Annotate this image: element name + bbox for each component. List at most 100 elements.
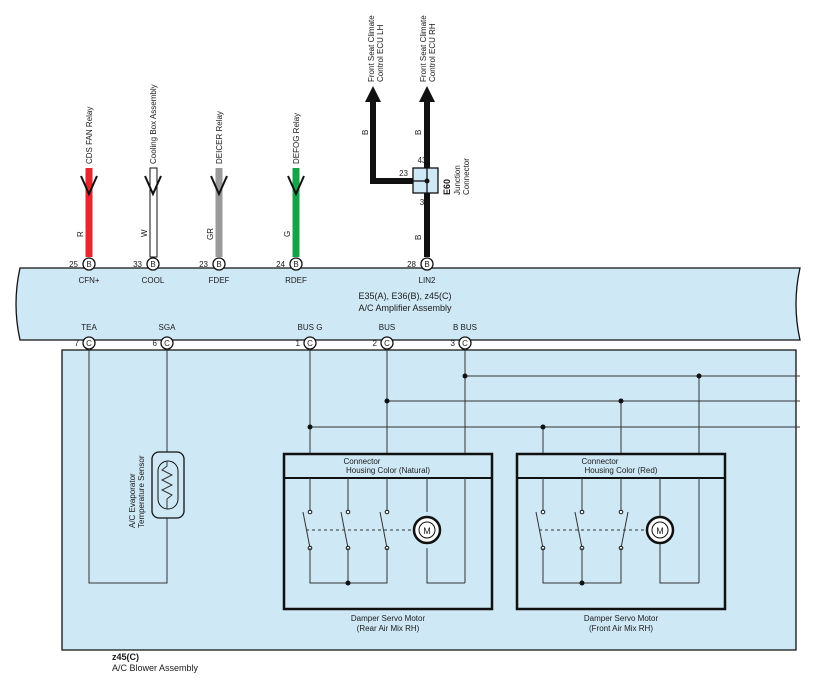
connector-cds-fan: CDS FAN Relay R B 25 CFN+: [69, 107, 100, 285]
wire-black-lh: [370, 100, 413, 184]
amplifier-name: A/C Amplifier Assembly: [358, 303, 452, 313]
servo-motor-front-rh: Connector Housing Color (Red) M Damper S…: [515, 452, 727, 633]
arrow-icon: [210, 175, 228, 197]
junction-code: E60: [442, 179, 452, 195]
pin-number: 23: [199, 260, 208, 269]
contact: [384, 509, 390, 515]
terminal-label: B BUS: [453, 323, 477, 332]
terminal-label: BUS G: [298, 323, 323, 332]
servo-motor-rear-rh: Connector Housing Color (Natural) M Damp…: [282, 452, 494, 633]
pin-letter: C: [462, 339, 468, 348]
pin-letter: C: [307, 339, 313, 348]
motor-symbol: M: [423, 526, 431, 536]
sensor-label-line1: A/C Evaporator: [128, 473, 137, 528]
motor-inner: [651, 521, 669, 539]
junction-dot: [345, 580, 351, 586]
amplifier-codes: E35(A), E36(B), z45(C): [358, 291, 451, 301]
switch-icon: [379, 511, 388, 549]
servo-name-line2: (Front Air Mix RH): [589, 624, 653, 633]
junction-dot: [462, 373, 468, 379]
terminal-label: COOL: [142, 276, 165, 285]
terminal-label: CFN+: [78, 276, 99, 285]
pin-circle: [212, 257, 226, 271]
junction-dot: [384, 398, 390, 404]
junction-dot: [618, 398, 624, 404]
contact: [618, 509, 624, 515]
junction-pin-top: 43: [418, 156, 427, 165]
terminal-label: FDEF: [209, 276, 230, 285]
pin-number: 1: [296, 339, 301, 348]
motor-symbol: M: [656, 526, 664, 536]
bus-wiring: [307, 349, 800, 455]
pin-circle: [420, 257, 434, 271]
arrow-up-icon: [365, 86, 381, 102]
blower-body: [61, 349, 797, 651]
terminal-label: SGA: [159, 323, 177, 332]
sensor-label-line2: Temperature Sensor: [137, 455, 146, 528]
wire-color-rh: B: [414, 130, 423, 135]
arrow-icon: [287, 175, 305, 197]
pin-number: 25: [69, 260, 78, 269]
pin-letter: B: [216, 260, 221, 269]
connector-label-line1: Connector: [582, 457, 619, 466]
connector-label-line2: Housing Color (Red): [585, 466, 658, 475]
pin-letter: B: [293, 260, 298, 269]
dest-rh-line2: Control ECU RH: [428, 23, 437, 82]
servo-housing: [282, 452, 494, 611]
wire-color: GR: [206, 228, 215, 240]
terminal-label: RDEF: [285, 276, 307, 285]
pin-circle: [82, 257, 96, 271]
terminal-label: TEA: [81, 323, 97, 332]
pin-letter: C: [86, 339, 92, 348]
junction-dot: [540, 424, 546, 430]
pin-number: 6: [153, 339, 158, 348]
wire-color-lh: B: [361, 130, 370, 135]
wire-motor-bottom: [426, 548, 465, 584]
bottom-terminals: TEA C 7 SGA C 6 BUS G C 1 BUS C 2 B BUS …: [75, 323, 477, 350]
dest-lh-line2: Control ECU LH: [376, 24, 385, 82]
arrow-icon: [80, 175, 98, 197]
evaporator-sensor: A/C Evaporator Temperature Sensor: [88, 349, 185, 584]
thermistor-icon: [160, 461, 174, 509]
pin-letter: B: [424, 260, 429, 269]
servo-name-line1: Damper Servo Motor: [351, 614, 426, 623]
contact: [345, 509, 351, 515]
blower-name: A/C Blower Assembly: [112, 663, 199, 673]
arrow-up-icon: [419, 86, 435, 102]
junction-pin-bottom: 3: [420, 198, 425, 207]
contact: [579, 509, 585, 515]
lin-bus: Front Seat Climate Control ECU LH Front …: [361, 15, 471, 285]
terminal-label: LIN2: [419, 276, 436, 285]
junction-dot: [579, 580, 585, 586]
dest-label: Cooling Box Assembly: [149, 84, 158, 164]
pin-letter: B: [150, 260, 155, 269]
servo-name-line1: Damper Servo Motor: [584, 614, 659, 623]
wire-motor-bottom: [659, 543, 699, 584]
dest-label: DEICER Relay: [215, 111, 224, 164]
junction-dot: [696, 373, 702, 379]
pin-letter: B: [86, 260, 91, 269]
pin-circle: [146, 257, 160, 271]
sensor-housing: [151, 451, 185, 519]
connector-label-line2: Housing Color (Natural): [346, 466, 430, 475]
amplifier-assembly: E35(A), E36(B), z45(C) A/C Amplifier Ass…: [15, 267, 801, 341]
blower-code: z45(C): [112, 652, 139, 662]
switch-icon: [574, 511, 583, 549]
wire-color-out: B: [414, 235, 423, 240]
connector-defog: DEFOG Relay G B 24 RDEF: [276, 113, 307, 285]
wire-color: G: [283, 231, 292, 237]
thermistor-body: [157, 460, 179, 510]
servo-housing: [515, 452, 727, 611]
motor-inner: [418, 521, 436, 539]
pin-circle: [289, 257, 303, 271]
connector-label-line1: Connector: [344, 457, 381, 466]
dest-lh-line1: Front Seat Climate: [367, 15, 376, 82]
pin-letter: C: [384, 339, 390, 348]
dest-rh-line1: Front Seat Climate: [419, 15, 428, 82]
junction-dot: [424, 178, 430, 184]
contact: [307, 509, 313, 515]
arrow-icon: [144, 175, 162, 197]
terminal-tea: TEA C 7: [75, 323, 97, 350]
terminal-bus-g: BUS G C 1: [296, 323, 323, 350]
